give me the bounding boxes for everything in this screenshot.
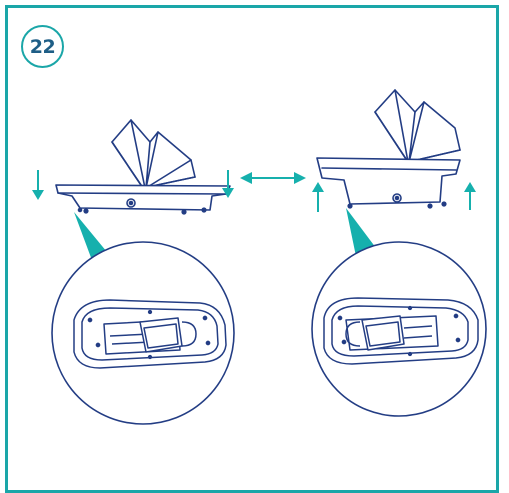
up-arrow-icon <box>312 182 324 212</box>
carrycot-raised-icon <box>316 89 461 209</box>
step-badge: 22 <box>21 25 64 68</box>
carrycot-adjustment-illustration <box>32 89 487 425</box>
down-arrow-icon <box>222 170 234 198</box>
down-arrow-icon <box>32 170 44 200</box>
step-number: 22 <box>29 35 56 58</box>
up-arrow-icon <box>464 182 476 210</box>
latch-detail-lowered-icon <box>51 241 235 425</box>
double-arrow-icon <box>240 172 306 184</box>
carrycot-lowered-icon <box>55 119 231 215</box>
latch-detail-raised-icon <box>311 241 487 417</box>
